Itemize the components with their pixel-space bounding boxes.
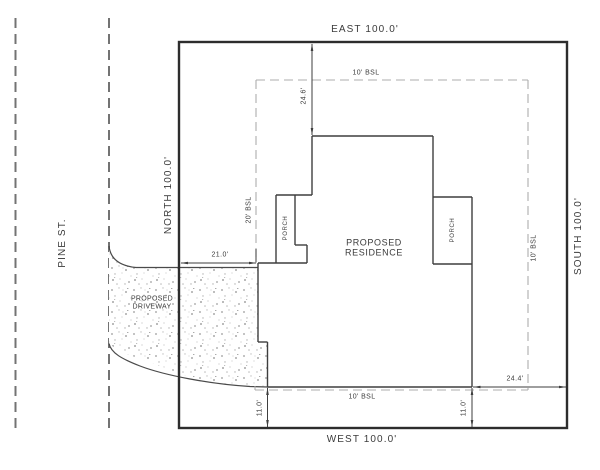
property-boundary (177, 40, 569, 430)
setback-label-right: 10' BSL (530, 234, 538, 262)
setback-label-left: 20' BSL (245, 196, 253, 224)
street-edge-lines (14, 18, 110, 428)
dim-24-6-label: 24.6' (300, 87, 308, 105)
dim-11-0-right-label: 11.0' (460, 399, 468, 417)
pine-st-label: PINE ST. (57, 218, 68, 268)
south-boundary-label: SOUTH 100.0' (573, 197, 584, 275)
setback-label-bottom: 10' BSL (348, 393, 376, 401)
porch-label-left: PORCH (283, 215, 289, 241)
setback-label-top: 10' BSL (352, 69, 380, 77)
driveway-label-line2: DRIVEWAY (132, 303, 172, 310)
north-boundary-label: NORTH 100.0' (163, 155, 174, 235)
porch-label-right: PORCH (450, 217, 456, 243)
setback-lines (254, 79, 529, 391)
dim-21-0-label: 21.0' (211, 251, 229, 259)
dimension-lines (180, 43, 567, 428)
driveway-label: PROPOSED DRIVEWAY (131, 296, 173, 311)
residence-label: PROPOSED RESIDENCE (345, 237, 403, 258)
residence-label-line2: RESIDENCE (345, 247, 403, 257)
proposed-driveway-area (108, 245, 268, 388)
east-boundary-label: EAST 100.0' (331, 24, 399, 35)
dim-24-4-label: 24.4' (506, 375, 524, 383)
west-boundary-label: WEST 100.0' (326, 434, 398, 445)
residence-label-line1: PROPOSED (346, 237, 402, 248)
residence-outline (257, 135, 473, 388)
driveway-label-line1: PROPOSED (130, 295, 174, 303)
dim-11-0-left-label: 11.0' (256, 399, 264, 417)
